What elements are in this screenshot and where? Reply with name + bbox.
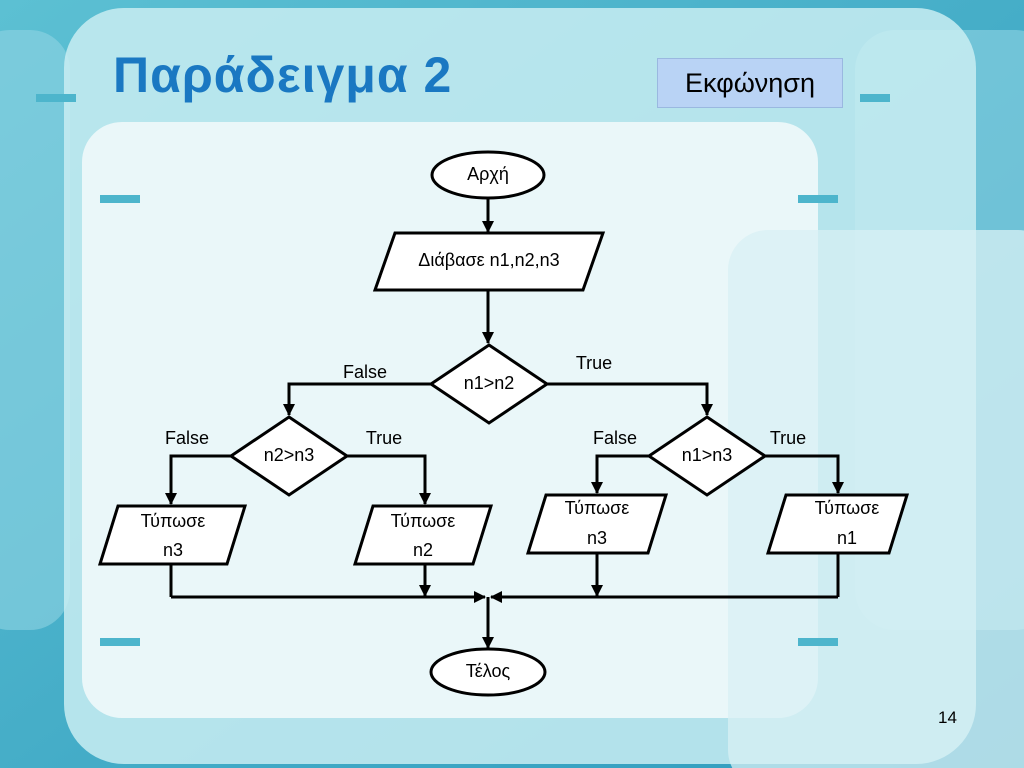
arrow-left-true bbox=[347, 454, 431, 505]
print-box-left-true bbox=[352, 504, 494, 566]
decision-right bbox=[646, 415, 768, 497]
slide-number: 14 bbox=[938, 708, 957, 727]
end-label: Τέλος bbox=[466, 661, 511, 681]
decision-left-label: n2>n3 bbox=[264, 445, 315, 465]
label-true-left: True bbox=[366, 428, 402, 448]
arrow-main-false bbox=[283, 382, 431, 416]
decision-right-label: n1>n3 bbox=[682, 445, 733, 465]
arrow-right-false bbox=[591, 454, 649, 494]
arrow-left-false bbox=[165, 454, 231, 505]
content-panel bbox=[82, 122, 818, 718]
input-parallelogram bbox=[372, 231, 606, 292]
print-label: Τύπωσε bbox=[141, 511, 206, 531]
print-label: Τύπωσε bbox=[565, 498, 630, 518]
print-value: n2 bbox=[413, 540, 433, 560]
label-true-main: True bbox=[576, 353, 612, 373]
input-label: Διάβασε n1,n2,n3 bbox=[418, 250, 559, 270]
slide-title: Παράδειγμα 2 bbox=[113, 47, 453, 103]
label-true-right: True bbox=[770, 428, 806, 448]
arrow-right-true bbox=[765, 454, 844, 494]
label-false-main: False bbox=[343, 362, 387, 382]
decision-main-label: n1>n2 bbox=[464, 373, 515, 393]
decision-main bbox=[428, 343, 550, 425]
decision-left bbox=[228, 415, 350, 497]
print-label: Τύπωσε bbox=[391, 511, 456, 531]
end-terminal bbox=[429, 647, 547, 697]
statement-button[interactable]: Εκφώνηση bbox=[657, 58, 843, 108]
arrow-main-true bbox=[547, 382, 713, 416]
label-false-right: False bbox=[593, 428, 637, 448]
print-value: n3 bbox=[587, 528, 607, 548]
print-label: Τύπωσε bbox=[815, 498, 880, 518]
start-label: Αρχή bbox=[467, 164, 509, 184]
print-value: n3 bbox=[163, 540, 183, 560]
label-false-left: False bbox=[165, 428, 209, 448]
print-box-right-false bbox=[525, 493, 669, 555]
print-value: n1 bbox=[837, 528, 857, 548]
print-box-left-false bbox=[97, 504, 248, 566]
print-box-right-true bbox=[765, 493, 910, 555]
